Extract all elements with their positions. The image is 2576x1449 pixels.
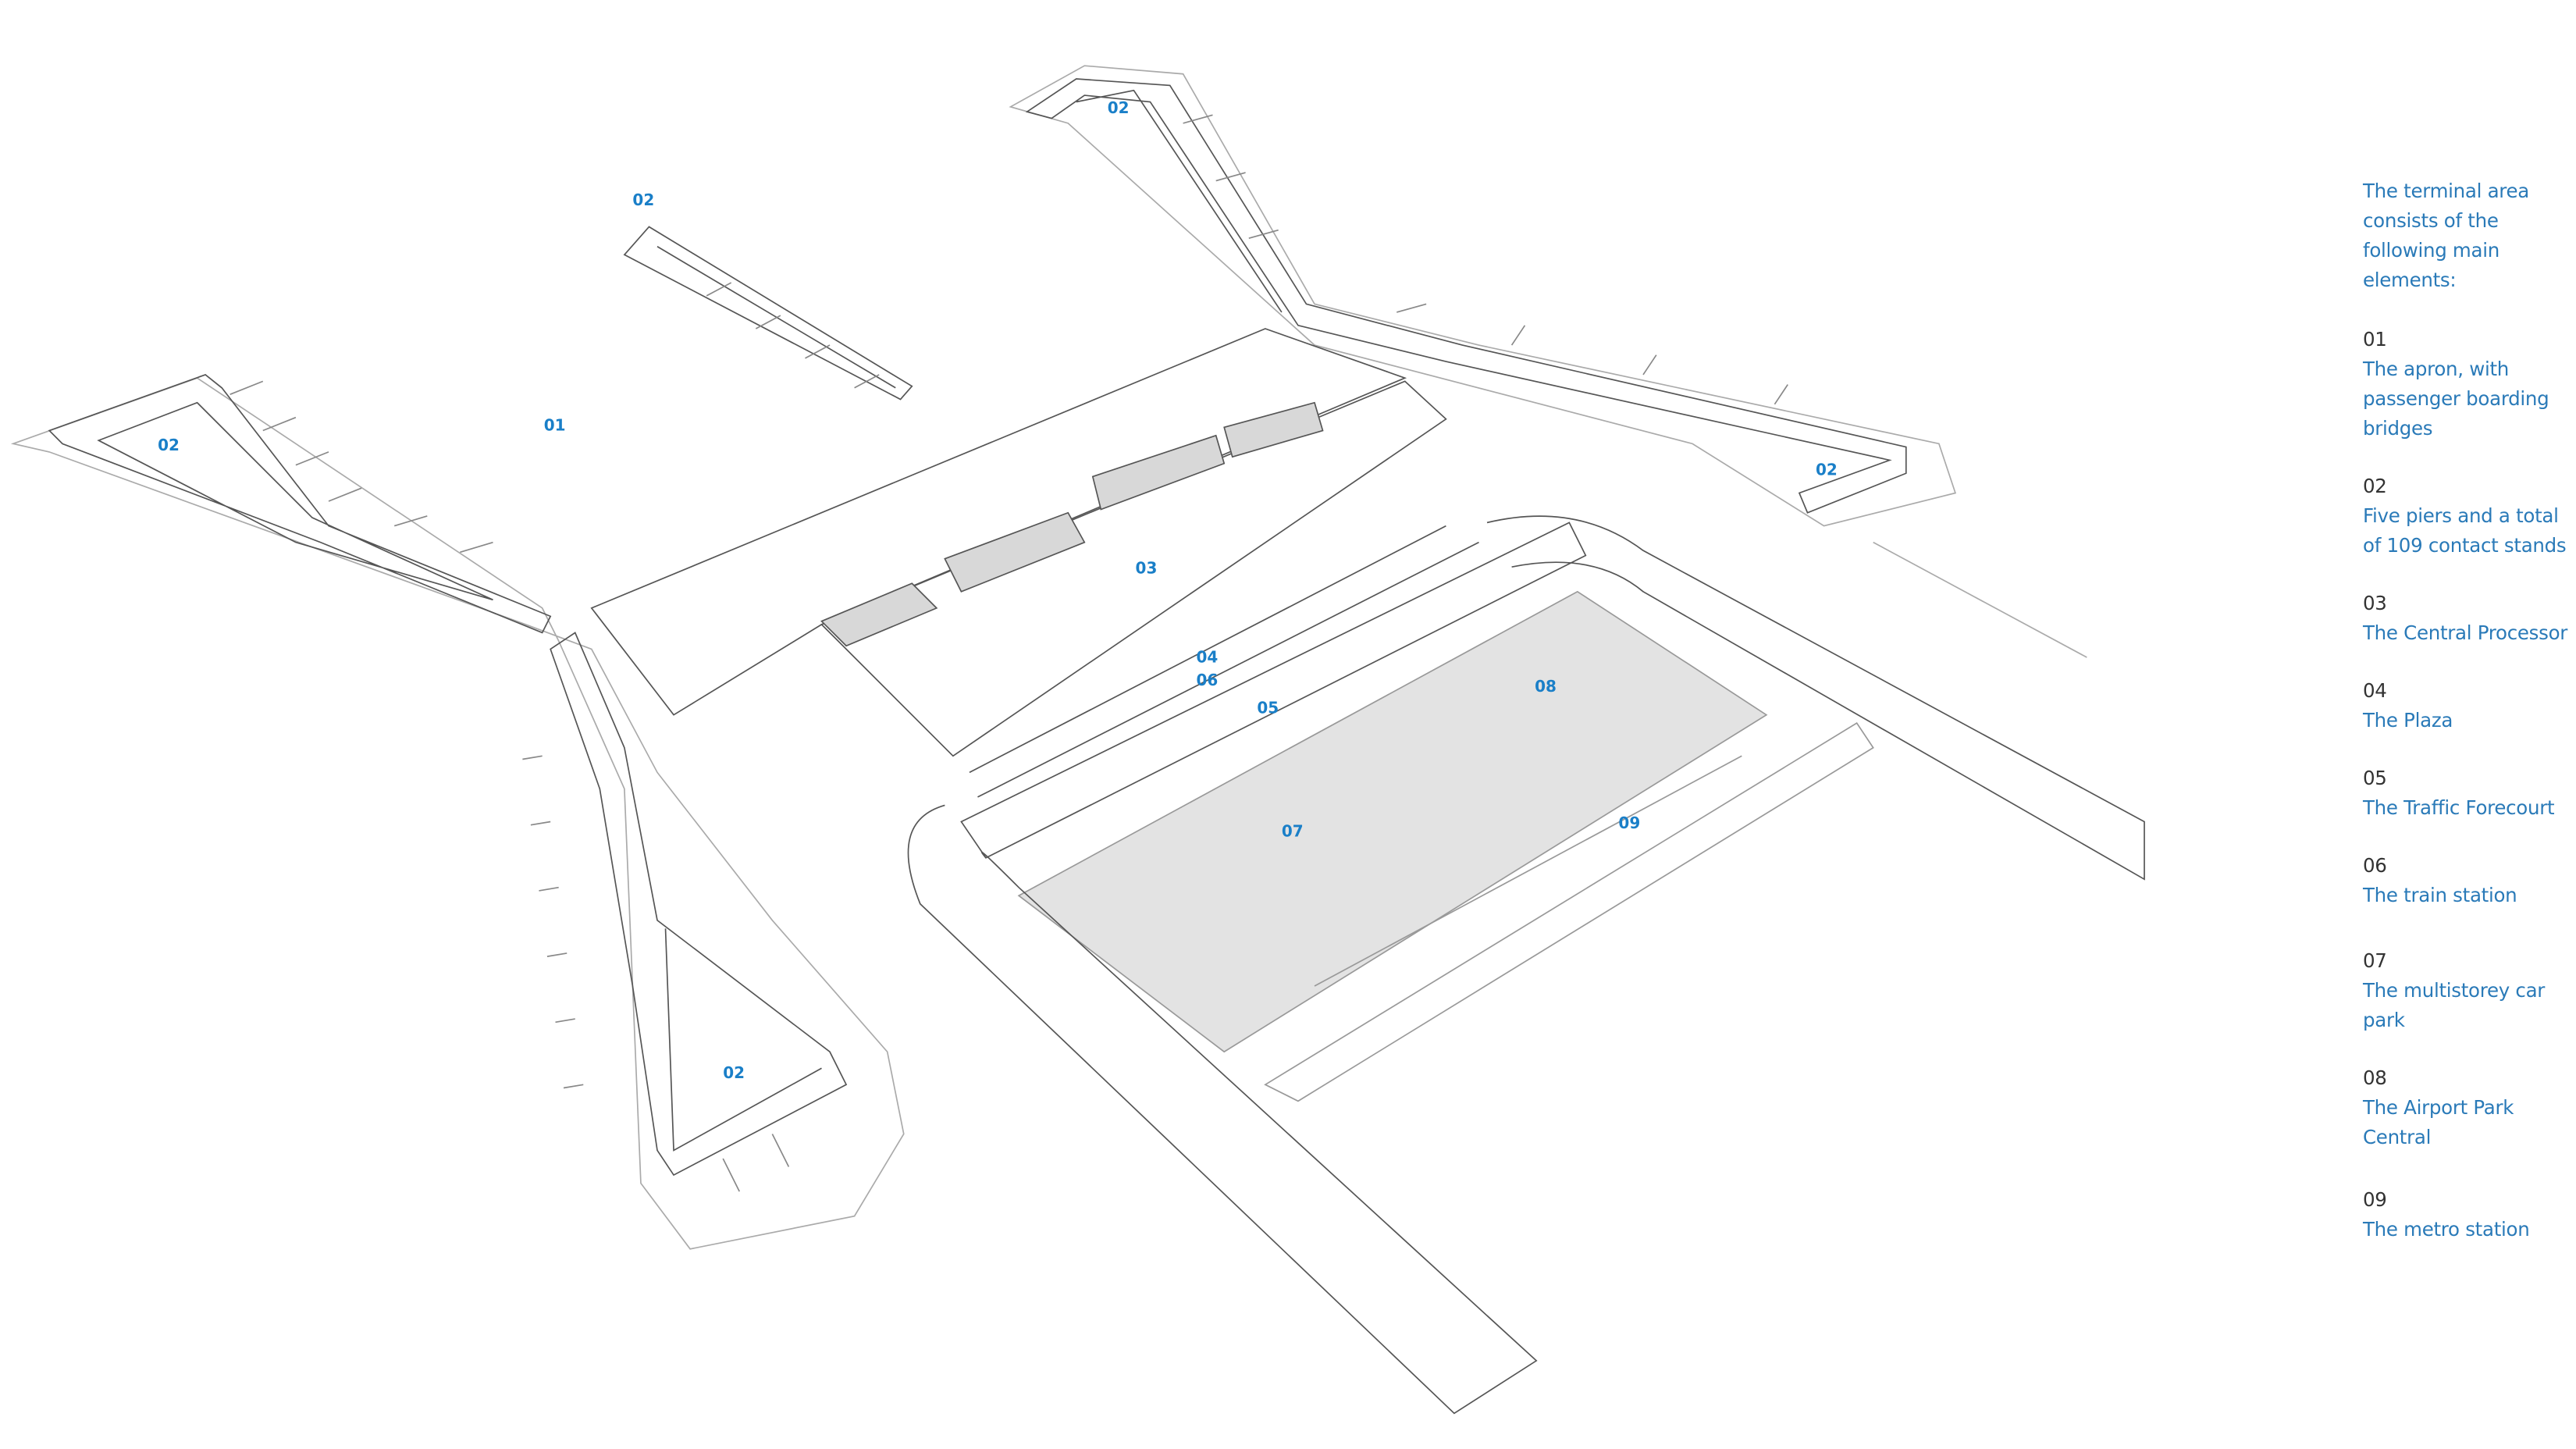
perimeter-road (10, 377, 905, 1250)
legend-number: 02 (2363, 475, 2387, 497)
legend-text: The apron, with passenger boarding bridg… (2363, 358, 2549, 440)
label-apron: 01 (544, 416, 566, 435)
pier-top-right (1025, 78, 1907, 514)
legend-number: 09 (2363, 1188, 2387, 1211)
boarding-bridges (229, 114, 1788, 1192)
legend-number: 01 (2363, 328, 2387, 351)
legend-text: The Traffic Forecourt (2363, 796, 2555, 819)
rail-tracks-east (1486, 515, 2145, 881)
traffic-forecourt (960, 522, 1587, 859)
label-pier-middle: 02 (632, 190, 654, 209)
legend-text: The multistorey car park (2363, 979, 2546, 1031)
label-plaza: 04 (1196, 647, 1218, 666)
car-park (1017, 590, 1768, 1053)
legend: The terminal area consists of the follow… (2363, 176, 2576, 1273)
legend-intro: The terminal area consists of the follow… (2363, 180, 2530, 291)
runway-spur (1873, 541, 2087, 658)
legend-text: The Central Processor (2363, 621, 2568, 644)
legend-number: 07 (2363, 949, 2387, 972)
label-airport-park-central: 08 (1535, 677, 1557, 696)
pier-left (48, 373, 552, 634)
label-pier-top: 02 (1108, 98, 1130, 117)
label-pier-left: 02 (158, 436, 180, 454)
label-metro-station: 09 (1618, 814, 1640, 832)
pier-bottom-left (550, 632, 848, 1177)
legend-text: The metro station (2363, 1218, 2530, 1241)
legend-number: 08 (2363, 1066, 2387, 1089)
legend-number: 03 (2363, 592, 2387, 614)
processor-roof (820, 380, 1447, 757)
legend-number: 05 (2363, 767, 2387, 789)
label-pier-right: 02 (1816, 460, 1838, 479)
label-traffic-forecourt: 05 (1257, 699, 1279, 717)
rail-tracks-south (907, 804, 1538, 1415)
processor-blocks (820, 401, 1324, 647)
metro-station-strip (1264, 722, 1874, 1102)
perimeter-road-top (1009, 65, 1957, 527)
label-car-park: 07 (1282, 821, 1304, 840)
label-train-station: 06 (1196, 671, 1218, 689)
legend-text: The Plaza (2363, 709, 2453, 732)
legend-text: The Airport Park Central (2363, 1096, 2514, 1148)
label-pier-bottom: 02 (723, 1063, 745, 1082)
central-processor (590, 328, 1407, 716)
legend-number: 06 (2363, 854, 2387, 877)
pier-middle (623, 226, 913, 401)
legend-number: 04 (2363, 679, 2387, 702)
legend-text: Five piers and a total of 109 contact st… (2363, 504, 2567, 557)
legend-text: The train station (2363, 884, 2517, 906)
label-central-processor: 03 (1136, 559, 1158, 578)
